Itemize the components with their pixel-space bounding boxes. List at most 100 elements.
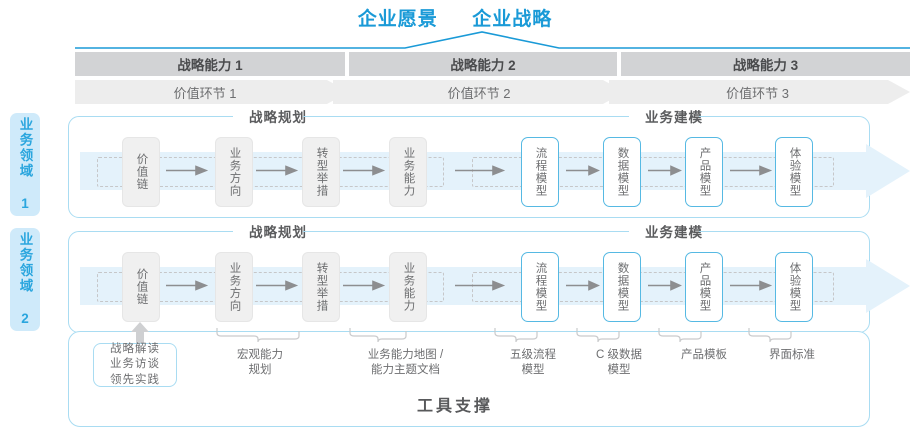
node-transformation-2[interactable]: 转型举措 — [302, 252, 340, 322]
domain-tag-1-label: 业务领域 1 — [17, 116, 33, 213]
strategy-label: 企业战略 — [472, 9, 553, 30]
node-business-capability-1[interactable]: 业务能力 — [389, 137, 427, 207]
value-chain-label-3: 价值环节 3 — [726, 85, 789, 101]
tool-label-ui-standard: 界面标准 — [748, 348, 836, 363]
node-business-capability-1-label: 业务能力 — [402, 147, 415, 197]
arrow-icon-2a — [166, 280, 209, 291]
arrow-icon-1e — [566, 165, 600, 176]
value-chain-label-2: 价值环节 2 — [447, 85, 511, 101]
tool-label-product-template: 产品模板 — [660, 348, 748, 363]
capability-bar-1[interactable]: 战略能力 1 — [75, 52, 345, 76]
node-business-direction-1-label: 业务方向 — [228, 147, 241, 197]
tool-bracket-connectors — [200, 326, 840, 344]
dashed-placeholder-2a — [97, 272, 444, 302]
tool-box-line-1: 战略解读 — [110, 343, 160, 356]
node-data-model-1[interactable]: 数据模型 — [603, 137, 641, 207]
section-rule-1a — [160, 116, 235, 118]
capability-bar-1-label: 战略能力 1 — [177, 58, 243, 73]
node-business-direction-2[interactable]: 业务方向 — [215, 252, 253, 322]
arrow-icon-1f — [648, 165, 682, 176]
domain-tag-2[interactable]: 业务领域 2 — [10, 228, 40, 331]
tool-label-macro-capability-text: 宏观能力规划 — [237, 349, 283, 377]
section-title-planning-2: 战略规划 — [233, 223, 323, 240]
node-process-model-1[interactable]: 流程模型 — [521, 137, 559, 207]
node-experience-model-2-label: 体验模型 — [788, 262, 801, 312]
page-title: 企业愿景 企业战略 — [0, 4, 910, 31]
tool-label-ui-standard-text: 界面标准 — [769, 349, 815, 361]
tool-support-title: 工具支撑 — [416, 398, 493, 415]
section-rule-2a — [160, 231, 235, 233]
node-data-model-1-label: 数据模型 — [616, 147, 629, 197]
tool-support-panel — [68, 331, 870, 427]
arrow-icon-1d — [455, 165, 506, 176]
domain-tag-1[interactable]: 业务领域 1 — [10, 113, 40, 216]
node-transformation-1-label: 转型举措 — [315, 147, 328, 197]
tool-label-macro-capability: 宏观能力规划 — [205, 348, 315, 379]
tool-label-process-model: 五级流程模型 — [488, 348, 578, 379]
node-value-chain-1-label: 价值链 — [135, 153, 148, 191]
section-rule-1c — [560, 116, 632, 118]
tool-label-data-model-text: C 级数据模型 — [596, 349, 642, 377]
node-product-model-2[interactable]: 产品模型 — [685, 252, 723, 322]
tool-label-process-model-text: 五级流程模型 — [510, 349, 556, 377]
section-title-modeling-1: 业务建模 — [629, 108, 719, 125]
arrow-icon-1b — [256, 165, 299, 176]
section-rule-1d — [699, 116, 771, 118]
node-data-model-2[interactable]: 数据模型 — [603, 252, 641, 322]
title-pointer-line — [75, 30, 910, 52]
tool-label-data-model: C 级数据模型 — [578, 348, 660, 379]
section-rule-2d — [699, 231, 771, 233]
capability-bar-2[interactable]: 战略能力 2 — [349, 52, 617, 76]
section-rule-1b — [303, 116, 375, 118]
value-chain-band: 价值环节 1 价值环节 2 价值环节 3 — [75, 80, 910, 104]
arrow-icon-2b — [256, 280, 299, 291]
capability-bar-2-label: 战略能力 2 — [450, 58, 516, 73]
vision-label: 企业愿景 — [357, 9, 438, 30]
dashed-placeholder-1a — [97, 157, 444, 187]
dashed-placeholder-2b — [472, 272, 834, 302]
node-product-model-1[interactable]: 产品模型 — [685, 137, 723, 207]
node-value-chain-2-label: 价值链 — [135, 268, 148, 306]
node-value-chain-2[interactable]: 价值链 — [122, 252, 160, 322]
section-title-planning-1: 战略规划 — [233, 108, 323, 125]
arrow-icon-1c — [343, 165, 386, 176]
node-experience-model-1[interactable]: 体验模型 — [775, 137, 813, 207]
tool-box-line-2: 业务访谈 — [110, 358, 160, 371]
node-business-capability-2[interactable]: 业务能力 — [389, 252, 427, 322]
arrow-icon-2f — [648, 280, 682, 291]
node-value-chain-1[interactable]: 价值链 — [122, 137, 160, 207]
tool-uplink-arrow-icon — [130, 322, 150, 344]
node-product-model-2-label: 产品模型 — [698, 262, 711, 312]
node-transformation-1[interactable]: 转型举措 — [302, 137, 340, 207]
tool-box-strategy[interactable]: 战略解读 业务访谈 领先实践 — [93, 343, 177, 387]
arrow-icon-2d — [455, 280, 506, 291]
node-data-model-2-label: 数据模型 — [616, 262, 629, 312]
tool-label-capability-map-text: 业务能力地图 /能力主题文档 — [367, 349, 444, 377]
section-rule-2c — [560, 231, 632, 233]
capability-bar-3-label: 战略能力 3 — [732, 58, 799, 73]
domain-tag-2-label: 业务领域 2 — [17, 231, 33, 328]
arrow-icon-2e — [566, 280, 600, 291]
value-chain-chevron-2[interactable] — [333, 80, 625, 104]
tool-box-line-3: 领先实践 — [110, 373, 160, 386]
arrow-icon-1a — [166, 165, 209, 176]
arrow-icon-1g — [730, 165, 773, 176]
section-rule-2b — [303, 231, 375, 233]
arrow-icon-2g — [730, 280, 773, 291]
tool-label-capability-map: 业务能力地图 /能力主题文档 — [343, 348, 468, 379]
value-chain-chevron-1[interactable] — [75, 80, 349, 104]
node-experience-model-1-label: 体验模型 — [788, 147, 801, 197]
value-chain-chevrons — [75, 80, 910, 104]
node-product-model-1-label: 产品模型 — [698, 147, 711, 197]
value-chain-chevron-3[interactable] — [609, 80, 910, 104]
dashed-placeholder-1b — [472, 157, 834, 187]
node-experience-model-2[interactable]: 体验模型 — [775, 252, 813, 322]
node-business-direction-1[interactable]: 业务方向 — [215, 137, 253, 207]
tool-label-product-template-text: 产品模板 — [681, 349, 727, 361]
node-transformation-2-label: 转型举措 — [315, 262, 328, 312]
node-business-direction-2-label: 业务方向 — [228, 262, 241, 312]
section-title-modeling-2: 业务建模 — [629, 223, 719, 240]
capability-bar-3[interactable]: 战略能力 3 — [621, 52, 910, 76]
node-process-model-1-label: 流程模型 — [534, 147, 547, 197]
node-process-model-2[interactable]: 流程模型 — [521, 252, 559, 322]
